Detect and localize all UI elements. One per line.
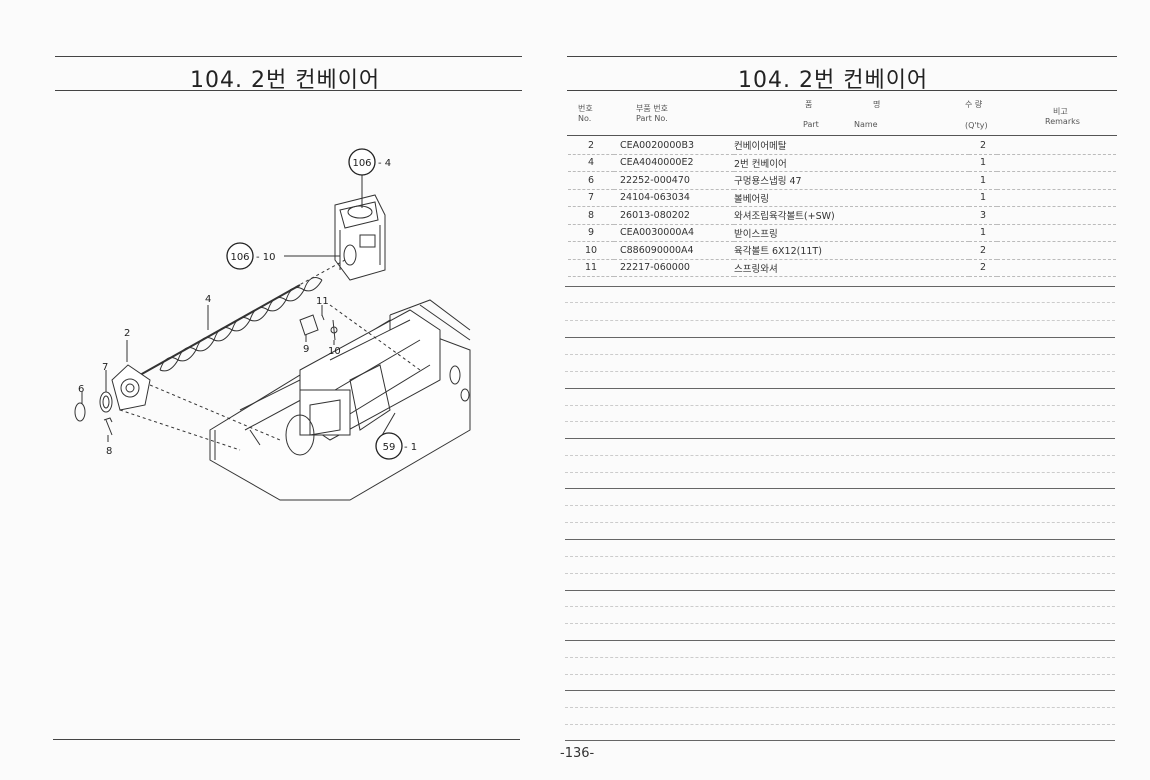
title-top-rule xyxy=(567,56,1117,57)
row-no: 8 xyxy=(568,206,614,225)
row-no: 2 xyxy=(568,137,614,155)
row-qty: 3 xyxy=(969,206,997,225)
callout-ref: 106 xyxy=(352,158,371,169)
header-qty-ko: 수 량 xyxy=(965,100,983,109)
row-qty: 2 xyxy=(969,241,997,260)
title-bottom-rule xyxy=(567,90,1117,91)
row-remarks xyxy=(997,259,1116,277)
row-qty: 1 xyxy=(969,224,997,242)
table-row: 8 26013-080202 와셔조립육각볼트(+SW) 3 xyxy=(568,206,1116,225)
callout-ref: 59 xyxy=(383,442,396,453)
row-part-no: CEA0020000B3 xyxy=(614,137,734,155)
header-no-en: No. xyxy=(578,114,592,123)
row-qty: 1 xyxy=(969,154,997,172)
receiving-spring-drawing xyxy=(299,314,319,336)
row-no: 10 xyxy=(568,241,614,260)
row-remarks xyxy=(997,224,1116,242)
row-remarks xyxy=(997,189,1116,207)
title-top-rule xyxy=(55,56,522,57)
header-no-ko: 번호 xyxy=(578,104,593,113)
table-row: 11 22217-060000 스프링와셔 2 xyxy=(568,259,1116,277)
row-qty: 1 xyxy=(969,171,997,190)
callout-suffix: - 10 xyxy=(256,252,276,263)
right-page: 104. 2번 컨베이어 번호 No. 부품 번호 Part No. 품 명 P… xyxy=(560,0,1150,780)
table-row: 6 22252-000470 구멍용스냅링 47 1 xyxy=(568,171,1116,190)
screw-conveyor-drawing xyxy=(139,277,323,376)
row-remarks xyxy=(997,137,1116,155)
callout-ref: 106 xyxy=(230,252,249,263)
callout-59-1: 59 - 1 xyxy=(375,432,417,460)
row-part-no: 24104-063034 xyxy=(614,189,734,207)
row-name: 2번 컨베이어 xyxy=(734,154,969,172)
row-part-no: 26013-080202 xyxy=(614,206,734,225)
callout-suffix: - 1 xyxy=(404,442,417,453)
row-name: 컨베이어메탈 xyxy=(734,137,969,155)
header-part-no-ko: 부품 번호 xyxy=(636,104,668,113)
exploded-parts-diagram: 106 - 4 106 - 10 59 - 1 2 4 6 7 8 9 10 1… xyxy=(74,148,471,501)
header-qty-en: (Q'ty) xyxy=(965,121,988,130)
header-name-ko-2: 명 xyxy=(873,100,881,109)
header-part-no-en: Part No. xyxy=(636,114,668,123)
title-bottom-rule xyxy=(55,90,522,91)
row-no: 9 xyxy=(568,224,614,242)
row-remarks xyxy=(997,206,1116,225)
hex-bolt-drawing xyxy=(332,319,336,341)
left-bottom-rule xyxy=(53,739,520,740)
header-rule xyxy=(567,135,1117,136)
part-label: 11 xyxy=(316,296,329,307)
row-no: 7 xyxy=(568,189,614,207)
ball-bearing-drawing xyxy=(99,391,113,413)
upper-housing-drawing xyxy=(334,194,386,281)
conveyor-housing-drawing xyxy=(209,299,471,501)
row-part-no: CEA4040000E2 xyxy=(614,154,734,172)
row-no: 6 xyxy=(568,171,614,190)
table-row: 7 24104-063034 볼베어링 1 xyxy=(568,189,1116,207)
part-label: 4 xyxy=(205,294,211,305)
page-number: -136- xyxy=(560,746,595,761)
part-label: 6 xyxy=(78,384,84,395)
left-page: 104. 2번 컨베이어 xyxy=(0,0,560,780)
part-label: 2 xyxy=(124,328,130,339)
table-row: 10 C886090000A4 육각볼트 6X12(11T) 2 xyxy=(568,241,1116,260)
row-qty: 2 xyxy=(969,259,997,277)
part-label: 8 xyxy=(106,446,112,457)
row-no: 11 xyxy=(568,259,614,277)
row-name: 와셔조립육각볼트(+SW) xyxy=(734,206,969,225)
row-name: 스프링와셔 xyxy=(734,259,969,277)
flange-bolt-drawing xyxy=(103,417,113,436)
left-page-title: 104. 2번 컨베이어 xyxy=(190,68,381,93)
row-part-no: CEA0030000A4 xyxy=(614,224,734,242)
table-row: 9 CEA0030000A4 받이스프링 1 xyxy=(568,224,1116,242)
callout-106-4: 106 - 4 xyxy=(348,148,391,176)
row-name: 받이스프링 xyxy=(734,224,969,242)
row-no: 4 xyxy=(568,154,614,172)
row-qty: 2 xyxy=(969,137,997,155)
header-name-en-2: Name xyxy=(854,120,878,129)
callout-suffix: - 4 xyxy=(378,158,391,169)
part-label: 10 xyxy=(328,346,341,357)
table-row: 4 CEA4040000E2 2번 컨베이어 1 xyxy=(568,154,1116,172)
part-label: 9 xyxy=(303,344,309,355)
row-part-no: 22252-000470 xyxy=(614,171,734,190)
header-remarks-en: Remarks xyxy=(1045,117,1080,126)
row-part-no: 22217-060000 xyxy=(614,259,734,277)
snap-ring-drawing xyxy=(74,402,86,422)
row-name: 구멍용스냅링 47 xyxy=(734,171,969,190)
parts-table: 2 CEA0020000B3 컨베이어메탈 2 4 CEA4040000E2 2… xyxy=(568,137,1116,277)
row-remarks xyxy=(997,154,1116,172)
row-name: 육각볼트 6X12(11T) xyxy=(734,241,969,260)
header-name-en-1: Part xyxy=(803,120,819,129)
row-remarks xyxy=(997,171,1116,190)
row-name: 볼베어링 xyxy=(734,189,969,207)
callout-106-10: 106 - 10 xyxy=(226,242,276,270)
row-part-no: C886090000A4 xyxy=(614,241,734,260)
row-qty: 1 xyxy=(969,189,997,207)
right-page-title: 104. 2번 컨베이어 xyxy=(738,68,929,93)
row-remarks xyxy=(997,241,1116,260)
bearing-housing-drawing xyxy=(111,364,151,411)
header-remarks-ko: 비고 xyxy=(1053,107,1068,116)
header-name-ko-1: 품 xyxy=(805,100,813,109)
table-row: 2 CEA0020000B3 컨베이어메탈 2 xyxy=(568,137,1116,155)
part-label: 7 xyxy=(102,362,108,373)
